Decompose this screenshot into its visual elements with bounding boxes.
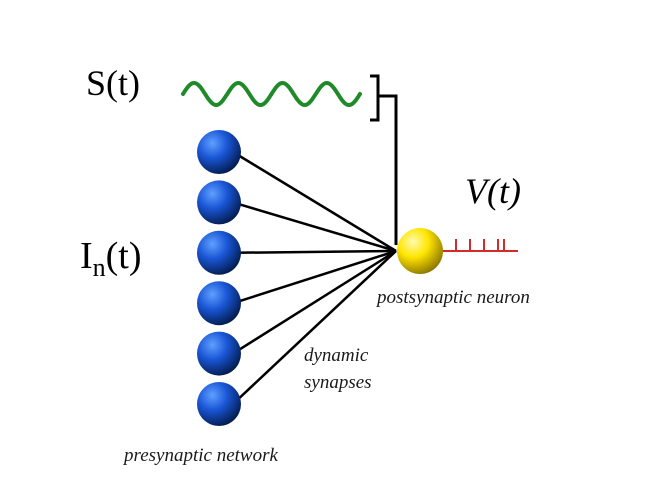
synapse-line (232, 249, 397, 305)
stimulus-connector (378, 94, 398, 245)
synapse-line (232, 249, 397, 255)
output-spike-train (441, 239, 518, 252)
stimulus-bracket (370, 74, 380, 122)
presynaptic-neuron (197, 230, 241, 275)
presynaptic-neuron (197, 331, 241, 376)
output-label: V(t) (465, 171, 521, 211)
stimulus-wave (181, 80, 362, 108)
presynaptic-neuron (197, 130, 241, 174)
postsynaptic-label: postsynaptic neuron (375, 287, 530, 308)
synapse-line (232, 150, 397, 253)
input-label-main: I (80, 235, 93, 277)
presynaptic-network-group (197, 130, 241, 426)
input-label-tail: (t) (106, 235, 142, 277)
synapses-label-line1: dynamic (304, 345, 369, 366)
input-label: In(t) (80, 235, 142, 282)
synapse-line (232, 201, 397, 253)
synapse-line (232, 249, 397, 355)
synapse-line (232, 250, 397, 405)
synaptic-connections (232, 150, 397, 405)
postsynaptic-neuron (397, 228, 443, 274)
presynaptic-neuron (197, 180, 241, 225)
stimulus-label: S(t) (86, 63, 140, 103)
presynaptic-neuron (197, 382, 241, 426)
presynaptic-label: presynaptic network (122, 445, 278, 466)
synapses-label-line2: synapses (304, 372, 372, 393)
input-label-subscript: n (93, 253, 106, 282)
presynaptic-neuron (197, 281, 241, 326)
